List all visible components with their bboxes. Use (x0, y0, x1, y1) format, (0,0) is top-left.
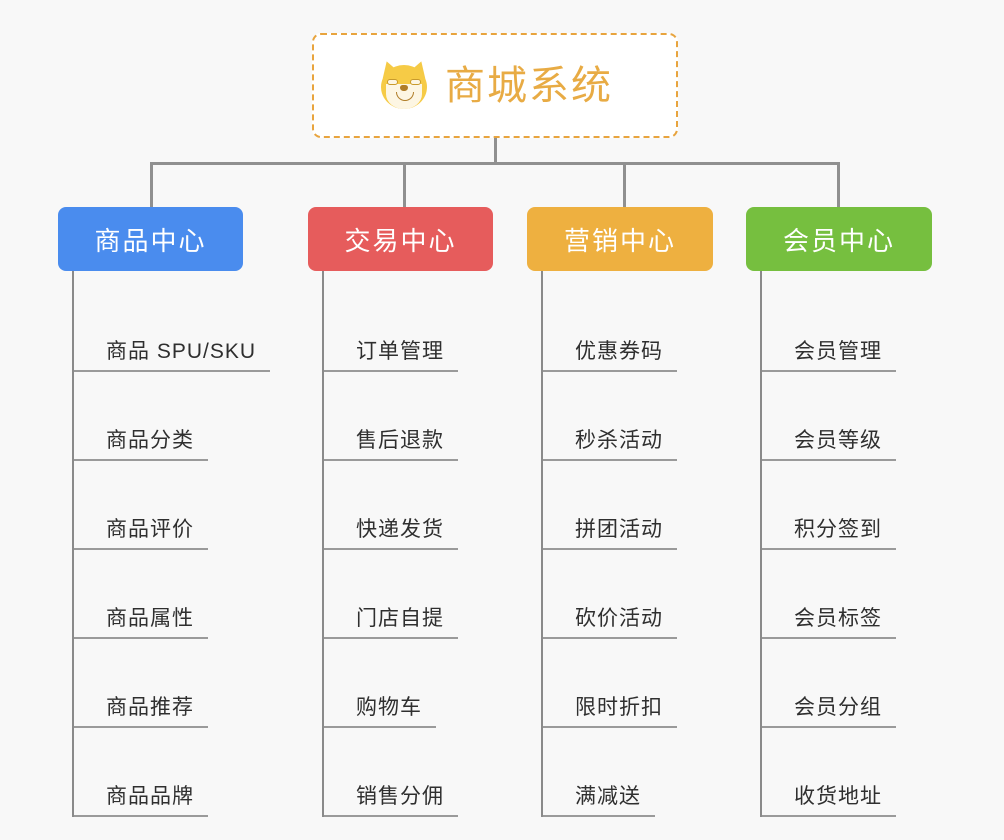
list-item-label: 积分签到 (762, 518, 896, 550)
branch-items-2: 订单管理 售后退款 快递发货 门店自提 购物车 销售分佣 (322, 271, 493, 817)
branch-items-4: 会员管理 会员等级 积分签到 会员标签 会员分组 收货地址 (760, 271, 932, 817)
list-item-label: 商品 SPU/SKU (74, 340, 271, 372)
list-item[interactable]: 秒杀活动 (543, 372, 713, 461)
list-item[interactable]: 会员标签 (762, 550, 932, 639)
branch-member-center: 会员中心 会员管理 会员等级 积分签到 会员标签 会员分组 收货地址 (746, 207, 932, 817)
list-item[interactable]: 会员分组 (762, 639, 932, 728)
branch-items-1: 商品 SPU/SKU 商品分类 商品评价 商品属性 商品推荐 商品品牌 (72, 271, 271, 817)
list-item[interactable]: 拼团活动 (543, 461, 713, 550)
list-item-label: 砍价活动 (543, 607, 677, 639)
list-item[interactable]: 收货地址 (762, 728, 932, 817)
list-item-label: 商品推荐 (74, 696, 208, 728)
list-item-label: 秒杀活动 (543, 429, 677, 461)
shiba-inu-icon (377, 58, 431, 113)
list-item[interactable]: 会员等级 (762, 372, 932, 461)
list-item[interactable]: 销售分佣 (324, 728, 493, 817)
list-item-label: 商品属性 (74, 607, 208, 639)
root-title: 商城系统 (445, 63, 613, 108)
list-item-label: 会员等级 (762, 429, 896, 461)
list-item[interactable]: 商品推荐 (74, 639, 270, 728)
list-item[interactable]: 会员管理 (762, 283, 932, 372)
connector-stem (494, 138, 497, 164)
list-item-label: 收货地址 (762, 785, 896, 817)
list-item-label: 会员分组 (762, 696, 896, 728)
list-item-label: 门店自提 (324, 607, 458, 639)
branch-marketing-center: 营销中心 优惠券码 秒杀活动 拼团活动 砍价活动 限时折扣 满减送 (527, 207, 713, 817)
list-item-label: 订单管理 (324, 340, 458, 372)
list-item-label: 优惠券码 (543, 340, 677, 372)
list-item-label: 满减送 (543, 785, 655, 817)
list-item-label: 快递发货 (324, 518, 458, 550)
list-item[interactable]: 订单管理 (324, 283, 493, 372)
list-item[interactable]: 商品 SPU/SKU (74, 283, 271, 372)
branch-trade-center: 交易中心 订单管理 售后退款 快递发货 门店自提 购物车 销售分佣 (308, 207, 493, 817)
connector-bus (150, 162, 840, 165)
list-item[interactable]: 积分签到 (762, 461, 932, 550)
list-item[interactable]: 商品品牌 (74, 728, 270, 817)
list-item-label: 会员标签 (762, 607, 896, 639)
list-item[interactable]: 满减送 (543, 728, 713, 817)
list-item-label: 限时折扣 (543, 696, 677, 728)
list-item-label: 商品品牌 (74, 785, 208, 817)
branch-header-4[interactable]: 会员中心 (746, 207, 932, 271)
list-item[interactable]: 商品属性 (74, 550, 270, 639)
list-item[interactable]: 购物车 (324, 639, 493, 728)
connector-drop-1 (150, 162, 153, 208)
branch-header-2[interactable]: 交易中心 (308, 207, 493, 271)
list-item-label: 售后退款 (324, 429, 458, 461)
list-item-label: 会员管理 (762, 340, 896, 372)
branch-product-center: 商品中心 商品 SPU/SKU 商品分类 商品评价 商品属性 商品推荐 商品品牌 (58, 207, 271, 817)
branch-items-3: 优惠券码 秒杀活动 拼团活动 砍价活动 限时折扣 满减送 (541, 271, 713, 817)
list-item-label: 商品分类 (74, 429, 208, 461)
list-item[interactable]: 砍价活动 (543, 550, 713, 639)
list-item[interactable]: 优惠券码 (543, 283, 713, 372)
branch-header-1[interactable]: 商品中心 (58, 207, 243, 271)
connector-drop-3 (623, 162, 626, 208)
list-item-label: 拼团活动 (543, 518, 677, 550)
list-item[interactable]: 商品分类 (74, 372, 270, 461)
connector-drop-4 (837, 162, 840, 208)
list-item[interactable]: 商品评价 (74, 461, 270, 550)
list-item-label: 购物车 (324, 696, 436, 728)
branch-header-3[interactable]: 营销中心 (527, 207, 713, 271)
list-item[interactable]: 快递发货 (324, 461, 493, 550)
list-item-label: 销售分佣 (324, 785, 458, 817)
list-item[interactable]: 限时折扣 (543, 639, 713, 728)
root-node[interactable]: 商城系统 (312, 33, 678, 138)
connector-drop-2 (403, 162, 406, 208)
list-item[interactable]: 门店自提 (324, 550, 493, 639)
list-item[interactable]: 售后退款 (324, 372, 493, 461)
list-item-label: 商品评价 (74, 518, 208, 550)
